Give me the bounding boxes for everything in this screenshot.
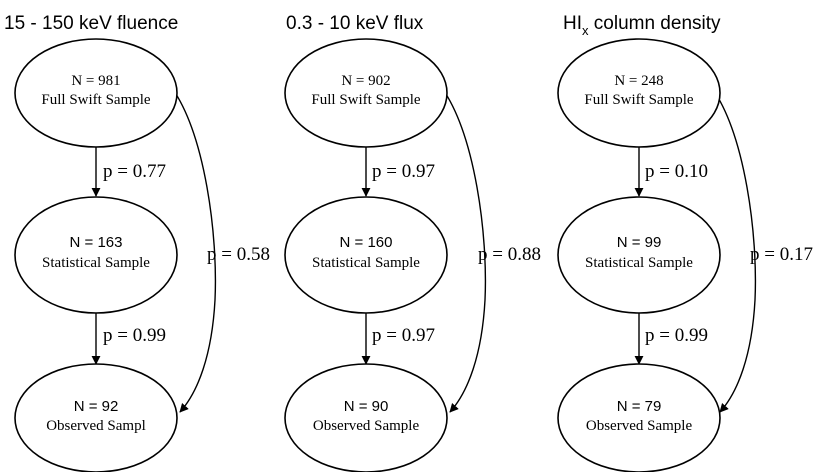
edge-label-top-to-bottom: p = 0.88 — [478, 244, 541, 265]
node-full-sample-label: Full Swift Sample — [311, 92, 421, 108]
node-observed-sample-label: Observed Sample — [313, 418, 420, 434]
edge-label-top-to-bottom: p = 0.58 — [207, 244, 270, 265]
node-statistical-sample-count: N = 160 — [340, 234, 393, 251]
edge-label-mid-to-bottom: p = 0.97 — [372, 325, 435, 346]
node-observed-sample-label: Observed Sampl — [46, 418, 146, 434]
edge-label-mid-to-bottom: p = 0.99 — [103, 325, 166, 346]
node-observed-sample — [14, 363, 178, 472]
panel-title-main: HI — [563, 13, 582, 34]
node-full-sample — [557, 38, 721, 148]
node-statistical-sample-label: Statistical Sample — [585, 255, 693, 271]
edge-top-to-bottom — [171, 87, 217, 413]
panel-title: 15 - 150 keV fluence — [4, 13, 178, 34]
node-statistical-sample-count: N = 163 — [70, 234, 123, 251]
node-observed-sample-count: N = 92 — [74, 398, 119, 415]
node-statistical-sample — [284, 196, 448, 314]
node-statistical-sample — [14, 196, 178, 314]
node-observed-sample-label: Observed Sample — [586, 418, 693, 434]
node-observed-sample-count: N = 90 — [344, 398, 389, 415]
node-full-sample-count: N = 981 — [71, 73, 120, 89]
node-statistical-sample-count: N = 99 — [617, 234, 662, 251]
panel-hi-column-density: HIx column density N = 248 Full Swift Sa… — [557, 13, 813, 472]
node-observed-sample — [557, 363, 721, 472]
panel-flux: 0.3 - 10 keV flux N = 902 Full Swift Sam… — [284, 13, 541, 472]
edge-top-to-bottom — [441, 87, 487, 413]
edge-label-mid-to-bottom: p = 0.99 — [645, 325, 708, 346]
node-statistical-sample-label: Statistical Sample — [42, 255, 150, 271]
panel-fluence: 15 - 150 keV fluence N = 981 Full Swift … — [4, 13, 270, 472]
panel-title: HIx column density — [563, 13, 721, 38]
node-statistical-sample — [557, 196, 721, 314]
edge-label-top-to-mid: p = 0.10 — [645, 161, 708, 182]
edge-label-top-to-mid: p = 0.97 — [372, 161, 435, 182]
node-full-sample-label: Full Swift Sample — [584, 92, 694, 108]
node-observed-sample-count: N = 79 — [617, 398, 662, 415]
node-statistical-sample-label: Statistical Sample — [312, 255, 420, 271]
edge-label-top-to-mid: p = 0.77 — [103, 161, 166, 182]
node-full-sample — [284, 38, 448, 148]
edge-top-to-bottom — [711, 87, 757, 413]
node-full-sample — [14, 38, 178, 148]
node-full-sample-count: N = 248 — [614, 73, 663, 89]
panel-title: 0.3 - 10 keV flux — [286, 13, 424, 34]
node-full-sample-label: Full Swift Sample — [41, 92, 151, 108]
panel-title-subscript: x — [582, 23, 589, 38]
node-observed-sample — [284, 363, 448, 472]
panel-title-rest: column density — [589, 13, 722, 34]
node-full-sample-count: N = 902 — [341, 73, 390, 89]
edge-label-top-to-bottom: p = 0.17 — [750, 244, 813, 265]
